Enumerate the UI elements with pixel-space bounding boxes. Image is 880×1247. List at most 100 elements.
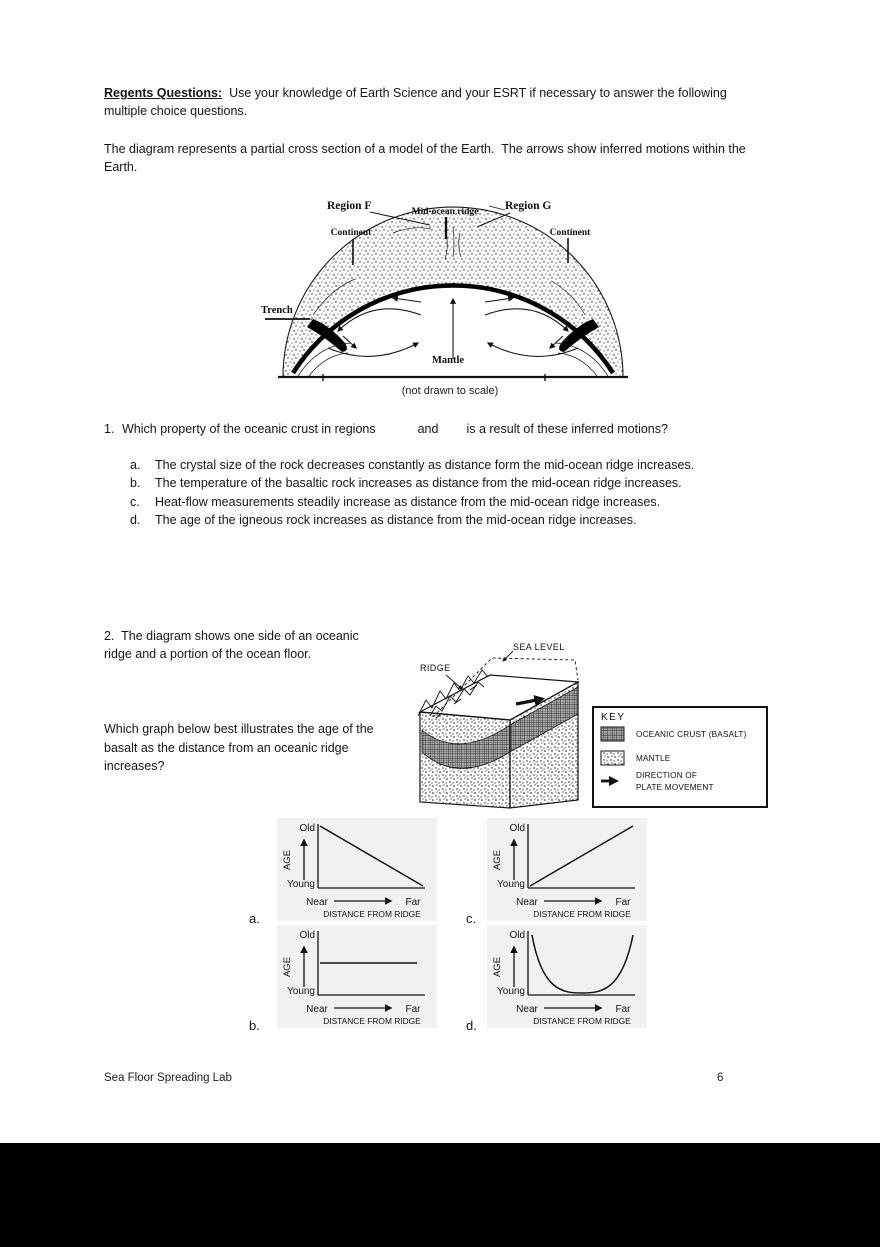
y-old-label: Old [509,823,525,834]
continent-right-label: Continent [550,228,591,238]
x-axis-title: DISTANCE FROM RIDGE [323,909,421,919]
choice-c: c. Heat-flow measurements steadily incre… [104,493,824,511]
mantle-flow-line [297,342,352,377]
trench-label: Trench [261,305,293,316]
choice-d-letter: d. [130,513,141,528]
y-old-label: Old [299,930,315,941]
age-axis-label: AGE [282,957,293,977]
bottom-black-band [0,1143,880,1247]
option-letter-d: d. [466,1018,477,1033]
y-young-label: Young [287,986,315,997]
region-f-callout-line [369,211,431,226]
rift-texture [452,226,455,258]
choice-d: d. The age of the igneous rock increases… [104,511,824,529]
choice-c-text: Heat-flow measurements steadily increase… [155,494,661,509]
age-axis-label: AGE [492,957,503,977]
question-1-stem-and: and [417,422,439,436]
graph-option-d: Old Young AGE Near Far DISTANCE FROM RID… [487,925,647,1028]
ocean-ridge-block-diagram: SEA LEVEL RIDGE [417,642,581,809]
convection-arrow [486,342,579,357]
question-2-intro: 2. The diagram shows one side of an ocea… [104,629,359,661]
ocean-floor-top-face [420,675,578,720]
mantle-swatch [600,750,625,766]
ridge-label: RIDGE [420,663,451,673]
intro-block: Regents Questions:Use your knowledge of … [104,84,769,120]
region-f-label: Region F [327,200,371,212]
answer-graphs: Old Young AGE Near Far DISTANCE FROM RID… [249,818,647,1033]
block-outline [417,674,581,721]
spreading-arrow-left [391,295,422,303]
increasing-line [529,825,634,887]
choice-b: b. The temperature of the basaltic rock … [104,474,824,492]
mantle-flow-line [554,342,609,377]
option-letter-a: a. [249,911,260,926]
mantle-flow-line [557,352,598,377]
y-young-label: Young [497,879,525,890]
x-axis-title: DISTANCE FROM RIDGE [323,1016,421,1026]
plate-movement-arrow [515,695,546,706]
key-title: KEY [601,712,626,723]
question-1-stem-end: is a result of these inferred motions? [466,422,668,436]
choice-a: a. The crystal size of the rock decrease… [104,456,824,474]
x-far-label: Far [406,897,422,908]
choice-c-letter: c. [130,494,140,509]
y-young-label: Young [497,986,525,997]
age-axis-label: AGE [282,850,293,870]
subduction-arrow-right [549,335,564,349]
trench-subduction-right [559,319,599,352]
choice-a-text: The crystal size of the rock decreases c… [155,458,695,472]
mantle-label: Mantle [432,355,464,366]
ridge-hatching [435,684,478,719]
decreasing-line [319,825,424,887]
key-legend: KEY OCEANIC CRUST (BASALT) MANTLE DIRECT… [592,706,768,808]
continent-contour [392,227,432,234]
footer-title: Sea Floor Spreading Lab [104,1072,232,1084]
oceanic-crust-swatch [600,726,625,742]
oceanic-crust-key-label: OCEANIC CRUST (BASALT) [636,730,747,739]
option-letter-b: b. [249,1018,260,1033]
option-letter-c: c. [466,911,476,926]
x-axis-title: DISTANCE FROM RIDGE [533,909,631,919]
region-g-callout-line [476,212,511,228]
x-near-label: Near [516,897,538,908]
direction-key-label-line2: PLATE MOVEMENT [636,783,714,792]
convection-arrow [484,308,569,332]
question-1-stem-start: Which property of the oceanic crust in r… [122,422,376,436]
footer-page-number: 6 [717,1072,724,1084]
worksheet-page: Regents Questions:Use your knowledge of … [0,0,880,1143]
y-young-label: Young [287,879,315,890]
age-axis-label: AGE [492,850,503,870]
ridge-mountains [417,669,489,717]
x-far-label: Far [616,897,632,908]
subduction-arrow-left [342,335,357,349]
trench-callout-link [309,318,326,328]
earth-surface-arc [282,206,624,378]
spreading-arrow-right [484,295,515,303]
u-shaped-curve [531,934,634,994]
convection-arrow [337,308,422,332]
earth-cross-section-diagram: Region F Mid-ocean ridge Region G Contin… [261,200,628,397]
intro-instructions: Use your knowledge of Earth Science and … [104,86,727,118]
y-old-label: Old [299,823,315,834]
continent-contour [550,280,586,316]
scale-caption: (not drawn to scale) [402,385,499,397]
y-old-label: Old [509,930,525,941]
choice-b-letter: b. [130,476,141,491]
region-g-label: Region G [505,200,551,212]
diagram-description: The diagram represents a partial cross s… [104,142,746,174]
choice-b-text: The temperature of the basaltic rock inc… [155,476,682,491]
question-1-number: 1. [104,422,115,436]
mid-ocean-ridge-label: Mid-ocean ridge [412,207,479,217]
rift-texture [458,232,462,258]
mantle-flow-line [308,352,349,377]
x-axis-title: DISTANCE FROM RIDGE [533,1016,631,1026]
question-1-stem: 1. Which property of the oceanic crust in… [104,420,668,438]
sea-level-pointer [502,650,514,662]
graph-option-a: Old Young AGE Near Far DISTANCE FROM RID… [277,818,437,921]
x-near-label: Near [306,897,328,908]
continent-contour [312,278,356,316]
x-far-label: Far [406,1004,422,1015]
x-near-label: Near [516,1004,538,1015]
sea-level-label: SEA LEVEL [513,642,565,652]
x-near-label: Near [306,1004,328,1015]
